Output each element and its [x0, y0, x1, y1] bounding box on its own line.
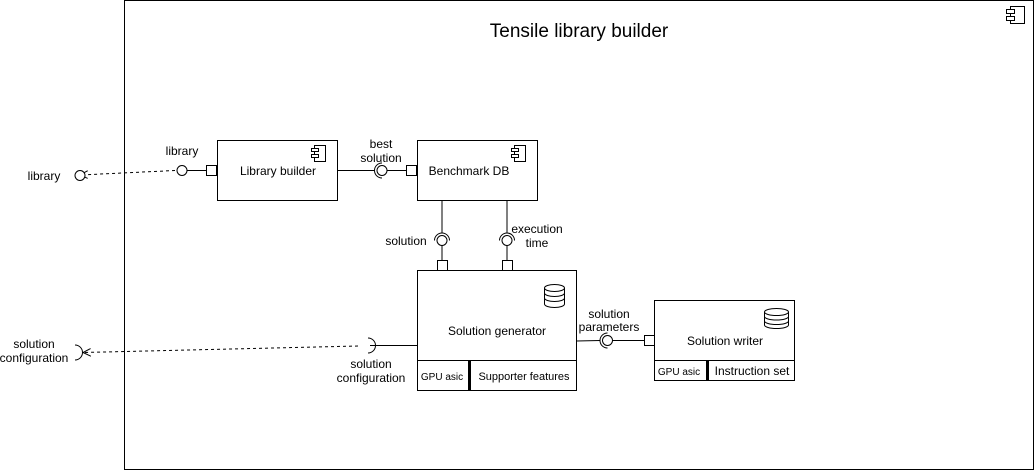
external-library-interface	[74, 170, 86, 181]
frame-component-icon	[1006, 6, 1025, 24]
database-icon	[544, 284, 565, 308]
solution-parameters-label-line2: parameters	[579, 320, 640, 334]
compartment-gpu-asic: GPU asic	[658, 367, 700, 378]
compartment-instruction-set: Instruction set	[715, 364, 790, 378]
external-solution-configuration-label-line2: configuration	[0, 351, 68, 365]
solution-generator-port	[502, 260, 513, 271]
diagram-title: Tensile library builder	[490, 21, 669, 42]
solution-writer-label: Solution writer	[687, 334, 763, 348]
benchmark-db-label: Benchmark DB	[429, 164, 510, 178]
compartment-supporter-features: Supporter features	[478, 371, 570, 383]
solution-parameters-socket	[599, 332, 608, 349]
library-port	[206, 165, 217, 176]
execution-time-label-line1: execution	[511, 222, 562, 236]
solution-label: solution	[385, 234, 426, 248]
best-solution-label-line2: solution	[360, 151, 401, 165]
solution-generator-port	[437, 260, 448, 271]
library-builder-label: Library builder	[240, 164, 316, 178]
best-solution-ball	[376, 165, 388, 176]
tensile-library-builder-frame	[124, 0, 1034, 470]
solution-writer-port	[644, 335, 655, 346]
solution-configuration-label-line2: configuration	[337, 371, 406, 385]
external-solution-configuration-label-line1: solution	[13, 337, 54, 351]
library-delegation-arrow	[80, 170, 176, 176]
benchmark-db-port	[406, 165, 417, 176]
execution-time-ball	[501, 235, 513, 246]
solution-configuration-delegation-arrow	[83, 345, 359, 353]
component-icon	[311, 145, 326, 162]
solution-configuration-socket	[367, 337, 376, 354]
solution-configuration-label-line1: solution	[350, 357, 391, 371]
library-provided-interface	[176, 165, 188, 176]
interface-label-library: library	[166, 144, 199, 158]
external-library-label: library	[28, 169, 61, 183]
solution-parameters-ball	[602, 335, 613, 346]
best-solution-socket	[374, 162, 383, 179]
database-icon	[764, 308, 789, 329]
solution-socket	[434, 232, 450, 241]
external-solution-configuration-socket	[74, 344, 83, 361]
execution-time-label-line2: time	[526, 236, 549, 250]
best-solution-label-line1: best	[370, 137, 393, 151]
compartment-gpu-asic: GPU asic	[421, 372, 463, 383]
solution-generator-label: Solution generator	[448, 324, 546, 338]
component-icon	[511, 145, 526, 162]
execution-time-socket	[499, 232, 515, 241]
solution-ball	[436, 235, 448, 246]
solution-parameters-label-line1: solution	[588, 307, 629, 321]
